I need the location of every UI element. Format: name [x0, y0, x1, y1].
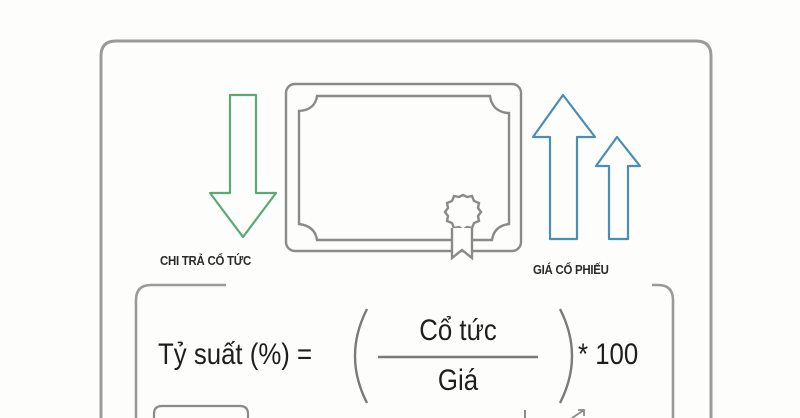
formula-multiplier: * 100 [578, 338, 639, 371]
bottom-icon-partial [152, 404, 250, 418]
certificate-icon [284, 82, 523, 261]
formula-numerator: Cổ tức [419, 314, 497, 347]
dividend-payout-label: CHI TRẢ CỔ TỨC [160, 253, 251, 268]
bottom-arrow-partial [571, 409, 585, 418]
formula-lhs: Tỷ suất (%) = [158, 338, 313, 371]
arrows-up-icon [531, 93, 642, 241]
formula-frame-right [652, 283, 675, 418]
stock-price-label: GIÁ CỔ PHIẾU [533, 262, 609, 277]
right-paren [558, 308, 574, 404]
outer-frame [99, 39, 713, 418]
formula-frame [134, 283, 226, 418]
left-paren [353, 308, 369, 404]
formula-denominator: Giá [437, 364, 479, 397]
arrow-down-icon [208, 93, 278, 239]
